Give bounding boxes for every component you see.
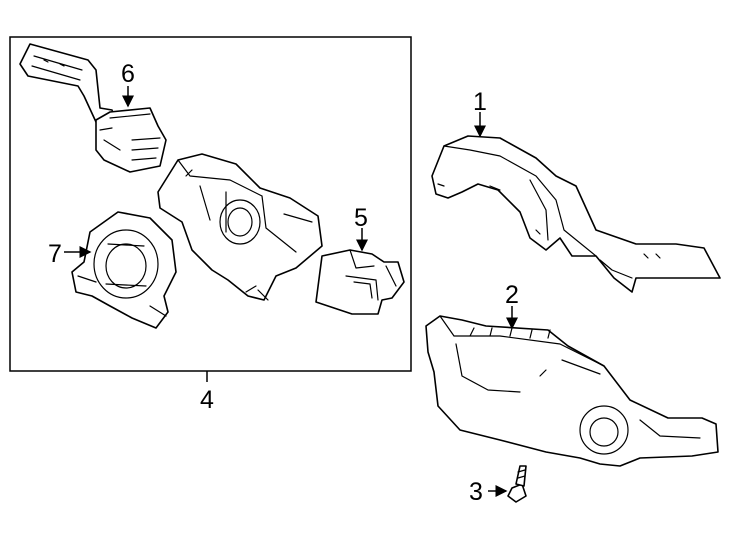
callout-1: 1 bbox=[473, 88, 487, 116]
part-1-upper-shroud bbox=[431, 135, 721, 293]
callout-3: 3 bbox=[469, 478, 483, 506]
part-7-clock-spring bbox=[71, 211, 177, 329]
part-6-lever-switch bbox=[19, 43, 167, 173]
callout-7: 7 bbox=[48, 240, 62, 268]
callout-6: 6 bbox=[121, 60, 135, 88]
callout-5: 5 bbox=[354, 204, 368, 232]
part-2-lower-shroud bbox=[425, 315, 719, 467]
callout-4: 4 bbox=[200, 386, 214, 414]
part-4-switch-housing bbox=[157, 153, 323, 301]
part-5-wiper-switch bbox=[315, 249, 405, 315]
callout-2: 2 bbox=[505, 281, 519, 309]
part-3-screw bbox=[507, 465, 527, 503]
assembly-box bbox=[9, 36, 412, 372]
